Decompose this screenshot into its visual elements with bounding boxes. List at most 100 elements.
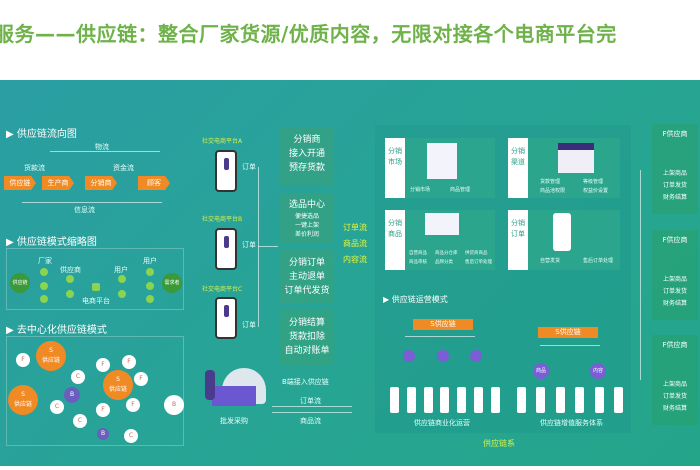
- card-orders: 分销订单 自营发货 售后订单处理: [508, 210, 620, 270]
- supplier-item: 财务结算: [662, 300, 687, 307]
- platform-icon: [92, 283, 100, 291]
- f-node: F: [96, 403, 110, 417]
- supplier-item: 上架商品: [662, 381, 687, 388]
- leaf-row-right: [517, 387, 623, 415]
- platform-circle: [403, 350, 415, 362]
- flow-heading-text: 供应链流向图: [16, 129, 77, 140]
- supplier-connector: [640, 170, 641, 380]
- user-label-1: 用户: [114, 266, 128, 274]
- decentral-heading-text: 去中心化供应链模式: [16, 325, 107, 336]
- column-settlement: 分销结算货款扣除自动对账单: [280, 310, 334, 366]
- card-label: 分销渠道: [508, 138, 528, 198]
- card-item: 货款管理: [540, 179, 561, 185]
- card-item: 商品池权限: [540, 188, 566, 194]
- card-item: 自营商品: [409, 251, 427, 256]
- col-line: 货款扣除: [288, 332, 325, 342]
- c-node: C: [71, 370, 85, 384]
- info-line: [22, 202, 162, 203]
- streams: 订单流商品流内容流: [340, 220, 370, 268]
- content-circle: 内容: [590, 363, 606, 379]
- f-node: F: [134, 372, 148, 386]
- col-line: 便捷选品: [294, 213, 319, 220]
- decentral-heading: ▶ 去中心化供应链模式: [6, 325, 107, 336]
- leaf: [457, 387, 467, 413]
- col-line: 一键上架: [294, 222, 319, 229]
- supplier-name: F供应商: [662, 341, 688, 349]
- ops-heading-text: 供应链运营模式: [391, 295, 448, 304]
- tree-line: [540, 345, 600, 346]
- supplier-item: 订单发货: [662, 393, 687, 400]
- user-icon: [66, 275, 74, 283]
- flow-node-distributor: 分销商: [85, 176, 117, 190]
- c-node: C: [73, 414, 87, 428]
- col-line: 选品中心: [288, 200, 325, 210]
- order-label: 订单: [242, 163, 256, 171]
- order-flow-arrow: [272, 406, 352, 407]
- leaf: [536, 387, 546, 413]
- supplier-illustration: [652, 140, 698, 168]
- f-node: F: [96, 358, 110, 372]
- leaf: [594, 387, 604, 413]
- user-icon: [146, 282, 154, 290]
- logistics-line: [50, 151, 160, 152]
- user-icon: [40, 268, 48, 276]
- supplier-item: 财务结算: [662, 405, 687, 412]
- card-goods: 分销商品 自营商品 商品分仓库 供货商商品 商品审核 品牌分类 售后订单处理: [385, 210, 495, 270]
- payment-label: 货款流: [24, 164, 45, 172]
- supplier-box: F供应商上架商品订单发货财务结算: [652, 335, 698, 425]
- info-label: 信息流: [74, 206, 95, 214]
- flow-node-supply-chain: 供应链: [4, 176, 36, 190]
- goods-flow-label: 商品流: [300, 417, 321, 425]
- supplier-name: F供应商: [662, 236, 688, 244]
- card-item: 售后订单处理: [465, 260, 492, 265]
- card-item: 等级管理: [583, 179, 604, 185]
- card-item: 供货商商品: [465, 251, 488, 256]
- leaf: [390, 387, 399, 413]
- col-line: 分销商: [293, 135, 321, 145]
- s-supply-chain-bar: S供应链: [413, 319, 473, 330]
- card-label: 分销商品: [385, 210, 405, 270]
- s-supply-chain-bar: S供应链: [538, 327, 598, 338]
- platform-circle: [437, 350, 449, 362]
- leaf: [406, 387, 416, 413]
- user-icon: [40, 282, 48, 290]
- user-icon: [66, 290, 74, 298]
- flow-node-customer: 顾客: [138, 176, 170, 190]
- card-item: 商品审核: [409, 260, 427, 265]
- supplier-item: 订单发货: [662, 182, 687, 189]
- leaf: [613, 387, 623, 413]
- connector-line: [258, 167, 259, 327]
- demander-node: 需求者: [162, 273, 182, 293]
- column-selection: 选品中心便捷选品一键上架差价利润: [280, 193, 334, 243]
- phone-illustration: [553, 213, 571, 251]
- user-icon: [118, 275, 126, 283]
- store-illustration: [558, 143, 594, 173]
- platform-b-label: 社交电商平台B: [202, 216, 243, 223]
- platform-circle: [470, 350, 482, 362]
- platform-c-label: 社交电商平台C: [202, 286, 243, 293]
- supplier-item: 财务结算: [662, 194, 687, 201]
- ops-footer: 供应链系: [483, 439, 515, 448]
- supply-chain-node: 供应链: [10, 273, 30, 293]
- user-label-2: 用户: [143, 257, 157, 265]
- supplier-box: F供应商上架商品订单发货财务结算: [652, 230, 698, 320]
- platform-label: 电商平台: [82, 297, 110, 305]
- user-icon: [146, 268, 154, 276]
- phone-icon: [215, 150, 237, 192]
- card-item: 商品管理: [450, 187, 471, 193]
- supplier-item: 上架商品: [662, 170, 687, 177]
- platform-node: B: [64, 387, 80, 403]
- leaf: [474, 387, 484, 413]
- page-title: 服务——供应链：整合厂家货源/优质内容，无限对接各个电商平台完: [0, 22, 617, 46]
- f-node: F: [16, 353, 30, 367]
- supplier-illustration: [652, 351, 698, 379]
- supplier-box: F供应商上架商品订单发货财务结算: [652, 124, 698, 214]
- goods-flow-arrow: [272, 412, 352, 413]
- user-icon: [40, 295, 48, 303]
- leaf: [440, 387, 450, 413]
- card-market: 分销市场 分销市场 商品管理: [385, 138, 495, 198]
- goods-illustration: [425, 213, 459, 235]
- s-letter: S: [21, 391, 25, 398]
